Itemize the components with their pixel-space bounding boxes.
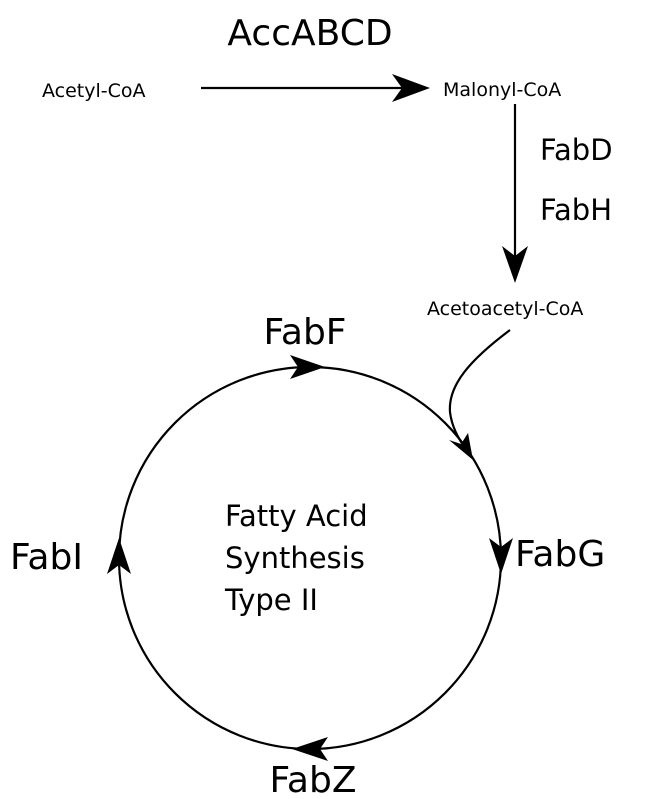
fabd-label: FabD <box>540 133 613 167</box>
cycle-arrowhead-top <box>290 355 325 379</box>
arrow-acetyl-to-malonyl <box>201 74 430 102</box>
cycle-arrowhead-bottom <box>292 737 328 761</box>
malonyl-coa-label: Malonyl-CoA <box>443 79 561 101</box>
cycle-center-line-1: Fatty Acid <box>225 499 368 533</box>
acetyl-coa-label: Acetyl-CoA <box>42 80 146 102</box>
fabi-label: FabI <box>10 537 83 578</box>
cycle-arrowhead-left <box>107 538 131 574</box>
cycle-arrowhead-right <box>489 538 513 574</box>
fabg-label: FabG <box>515 534 605 575</box>
arrow-acetoacetyl-to-cycle <box>448 329 511 460</box>
fabz-label: FabZ <box>270 760 357 799</box>
acc-enzyme-label: AccABCD <box>227 13 392 54</box>
cycle-center-line-2: Synthesis <box>225 541 365 575</box>
cycle-center-line-3: Type II <box>224 583 318 617</box>
acetoacetyl-coa-label: Acetoacetyl-CoA <box>427 298 583 320</box>
fabh-label: FabH <box>540 193 612 227</box>
arrow-malonyl-to-acetoacetyl <box>502 104 528 283</box>
fabf-label: FabF <box>263 312 346 353</box>
